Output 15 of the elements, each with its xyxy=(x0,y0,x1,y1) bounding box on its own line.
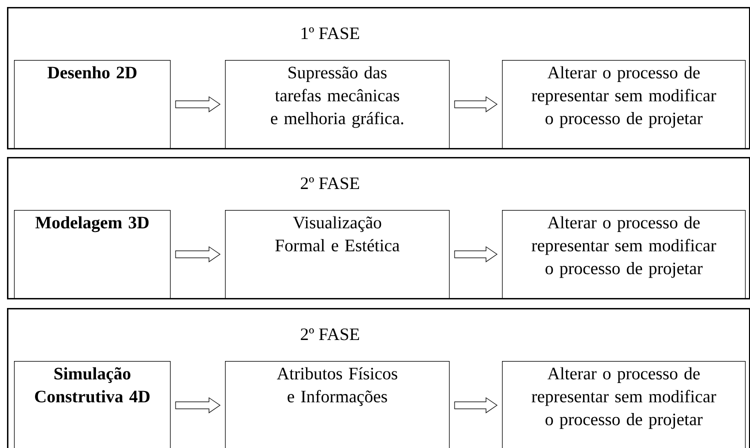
block-arrow xyxy=(454,96,498,112)
block-arrow xyxy=(454,397,498,414)
process-box: Atributos Físicos e Informações xyxy=(225,361,450,448)
process-box: Alterar o processo de representar sem modificar o processo de projetar xyxy=(502,60,746,149)
block-arrow xyxy=(175,397,221,414)
process-box: Simulação Construtiva 4D xyxy=(14,361,171,448)
process-box: Supressão das tarefas mecânicas e melhoria gráfica. xyxy=(225,60,450,149)
block-arrow xyxy=(175,246,221,262)
process-box: Alterar o processo de representar sem modificar o processo de projetar xyxy=(502,361,746,448)
process-box: Modelagem 3D xyxy=(14,210,171,299)
block-arrow xyxy=(454,246,498,262)
process-box: Visualização Formal e Estética xyxy=(225,210,450,299)
block-arrow xyxy=(175,96,221,112)
process-box: Alterar o processo de representar sem modificar o processo de projetar xyxy=(502,210,746,299)
process-box: Desenho 2D xyxy=(14,60,171,149)
